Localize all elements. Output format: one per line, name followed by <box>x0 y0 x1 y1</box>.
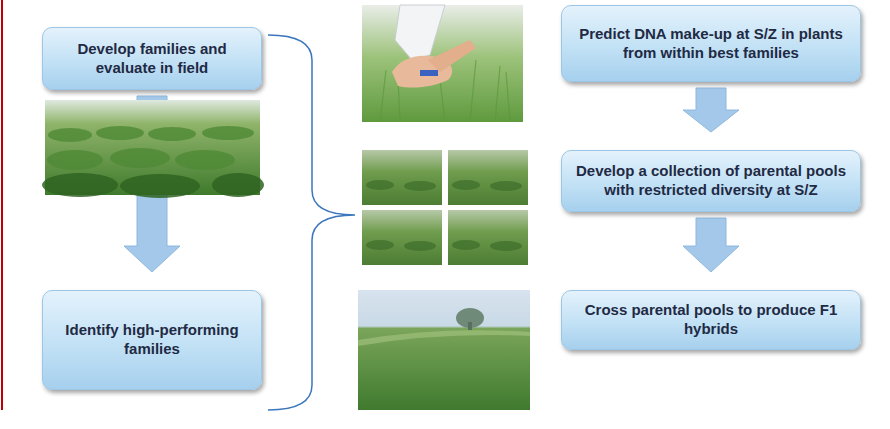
box-text-group: Predict DNA make-up at S/Z in plants fro… <box>574 25 848 63</box>
curly-bracket <box>268 35 355 410</box>
process-box: Cross parental pools to produce F1 hybri… <box>561 290 861 350</box>
box-label: Cross parental pools to produce F1 hybri… <box>574 301 848 339</box>
meadow-photo <box>358 290 530 410</box>
field-photo <box>42 100 264 198</box>
process-box: Develop families and evaluate in field <box>42 27 262 90</box>
box-label: Develop families and evaluate in field <box>55 40 249 78</box>
box-text-group: Develop a collection of parental pools w… <box>574 162 848 200</box>
margin-line <box>1 0 3 410</box>
box-label: Predict DNA make-up at S/Z in plants fro… <box>574 25 848 63</box>
block-arrow <box>683 88 739 132</box>
box-text-group: Identify high-performing families <box>55 321 249 359</box>
box-label: Develop a collection of parental pools w… <box>574 162 848 200</box>
process-box: Identify high-performing families <box>42 290 262 390</box>
box-text-group: Develop families and evaluate in field <box>55 40 249 78</box>
plot-photos <box>362 150 528 265</box>
box-label: Identify high-performing families <box>55 321 249 359</box>
process-box: Develop a collection of parental pools w… <box>561 150 861 212</box>
block-arrow <box>683 218 739 272</box>
process-box: Predict DNA make-up at S/Z in plants fro… <box>561 5 861 82</box>
sampling-photo <box>362 5 523 122</box>
box-text-group: Cross parental pools to produce F1 hybri… <box>574 301 848 339</box>
